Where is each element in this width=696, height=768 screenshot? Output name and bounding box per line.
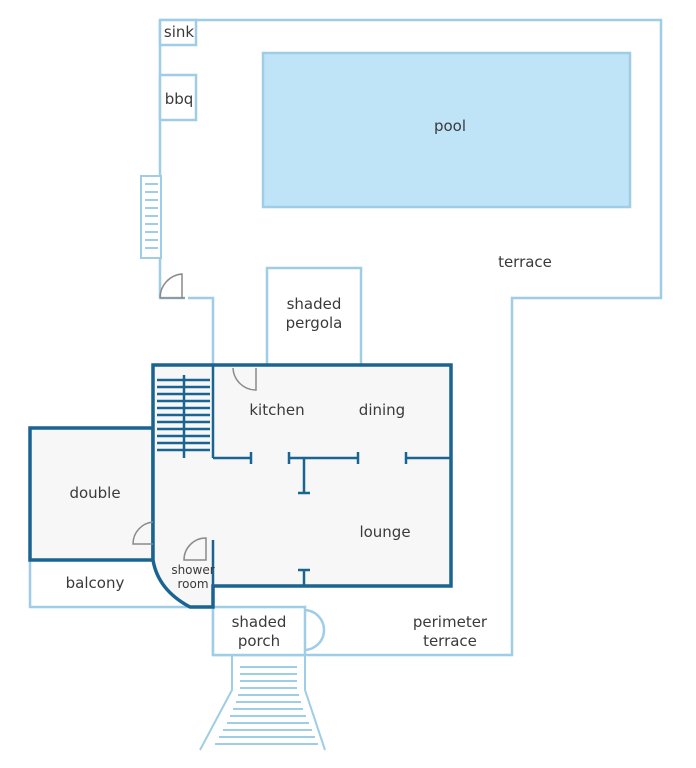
interior-stairs: [157, 375, 210, 458]
main-house: [151, 363, 453, 609]
sink-counter: [158, 18, 198, 47]
porch-door: [303, 608, 326, 652]
perimeter-terrace-label: perimeter terrace: [405, 613, 495, 651]
lounge-label: lounge: [359, 523, 411, 541]
shaded-porch-line-1: shaded: [231, 613, 287, 631]
bbq-counter: [158, 73, 198, 122]
shower-room-line-2: room: [177, 577, 209, 591]
shaded-pergola: [265, 266, 363, 368]
terrace-label: terrace: [498, 253, 552, 271]
shaded-porch-label: shaded porch: [219, 613, 299, 651]
double-room: [28, 426, 155, 562]
sink-label: sink: [163, 23, 195, 41]
shower-door: [183, 537, 207, 561]
interior-walls: [211, 365, 451, 586]
balcony-label: balcony: [65, 574, 125, 592]
kitchen-label: kitchen: [249, 401, 305, 419]
front-steps: [199, 655, 326, 751]
shaded-porch: [211, 605, 307, 657]
gate-door: [159, 273, 185, 299]
pool: [261, 51, 632, 209]
perimeter-terrace-line-2: terrace: [423, 632, 477, 650]
shaded-pergola-label: shaded pergola: [274, 295, 354, 333]
double-label: double: [69, 484, 121, 502]
pool-label: pool: [433, 117, 467, 135]
perimeter-terrace-line-1: perimeter: [412, 613, 488, 631]
bbq-label: bbq: [164, 90, 194, 108]
kitchen-door: [232, 367, 257, 391]
double-door: [132, 521, 154, 545]
side-steps: [140, 175, 162, 259]
shower-room-label: shower room: [171, 563, 215, 591]
shaded-pergola-line-2: pergola: [285, 314, 343, 332]
shaded-pergola-line-1: shaded: [286, 295, 342, 313]
dining-label: dining: [358, 401, 406, 419]
shaded-porch-line-2: porch: [237, 632, 281, 650]
shower-room-line-1: shower: [171, 563, 215, 577]
